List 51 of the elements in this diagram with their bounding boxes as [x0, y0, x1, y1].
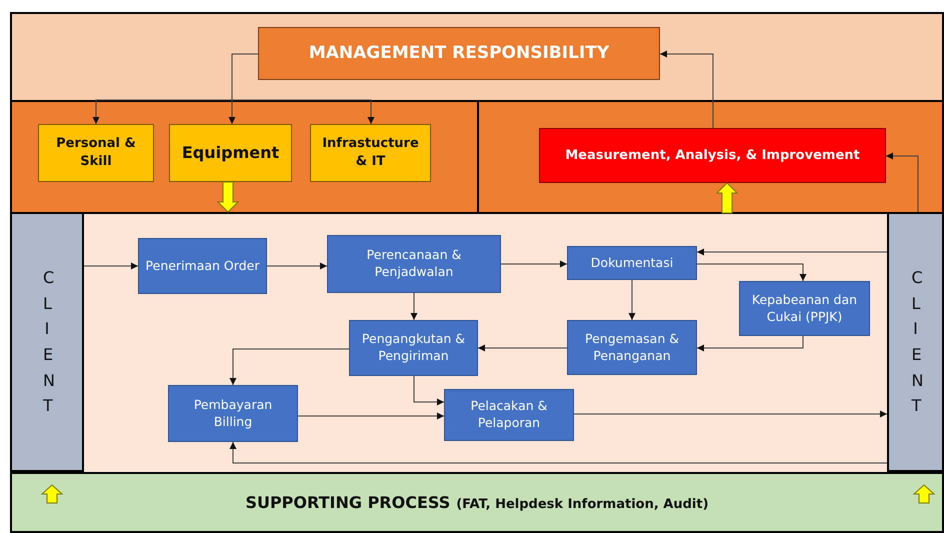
client-label: CLIENT: [42, 267, 59, 418]
resource-box: [169, 124, 292, 182]
arrow: [414, 376, 444, 406]
arrow: [266, 262, 328, 270]
process-box: [349, 320, 478, 376]
arrow: [84, 262, 138, 270]
band-title: SUPPORTING PROCESS: [245, 492, 450, 512]
block-arrow: [716, 182, 738, 214]
process-box: [567, 246, 697, 280]
resource-box: [310, 124, 431, 182]
node-label: Measurement, Analysis, & Improvement: [564, 146, 861, 164]
arrow: [628, 280, 636, 320]
node-label: Dokumentasi: [590, 254, 674, 272]
arrow: [886, 152, 918, 212]
arrow: [660, 50, 714, 128]
node-label: Pengangkutan & Pengiriman: [360, 331, 466, 365]
node-label: Penerimaan Order: [144, 258, 260, 274]
arrow: [696, 248, 888, 256]
arrow: [230, 442, 888, 464]
arrow: [410, 292, 418, 320]
client-column: [887, 212, 944, 472]
process-box: [739, 281, 870, 336]
process-box: [444, 389, 574, 441]
supporting-process-band: [10, 472, 944, 533]
process-box: [327, 235, 501, 293]
node-label: Personal & Skill: [55, 135, 137, 171]
client-column: [10, 212, 84, 472]
arrow: [574, 410, 888, 418]
node-label: Perencanaan & Penjadwalan: [366, 247, 462, 281]
node-label: Equipment: [180, 142, 280, 164]
node-label: Kepabeanan dan Cukai (PPJK): [750, 292, 858, 326]
node-label: Pembayaran Billing: [192, 396, 274, 430]
process-box: [168, 385, 298, 442]
arrow: [696, 264, 806, 282]
arrow: [230, 348, 350, 386]
process-box: [138, 238, 267, 294]
node-label: Pelacakan & Pelaporan: [470, 398, 548, 432]
improvement-box: [539, 128, 886, 183]
arrow: [478, 344, 568, 352]
management-box: [258, 27, 660, 80]
node-label: Infrastucture & IT: [321, 135, 420, 171]
arrow: [500, 260, 568, 268]
node-label: Pengemasan & Penanganan: [584, 330, 680, 364]
resource-box: [38, 124, 154, 182]
node-label: MANAGEMENT RESPONSIBILITY: [308, 42, 610, 65]
block-arrow: [216, 182, 240, 213]
arrow: [298, 412, 444, 420]
client-label: CLIENT: [910, 267, 928, 418]
process-box: [567, 320, 697, 375]
arrow: [696, 336, 804, 352]
band-note: (FAT, Helpdesk Information, Audit): [456, 496, 709, 512]
